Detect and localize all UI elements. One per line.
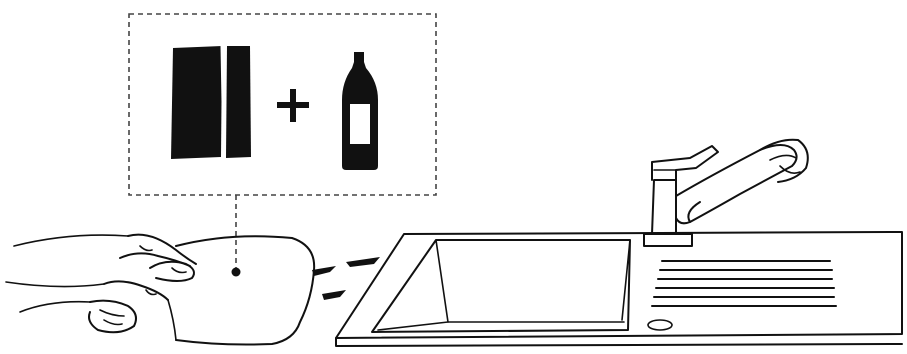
mixer-faucet (644, 140, 808, 246)
kitchen-sink (336, 232, 902, 346)
sponge-icon (171, 46, 251, 159)
sink-drain (648, 320, 672, 330)
plus-icon (277, 89, 309, 122)
water-splash (312, 257, 380, 300)
drainboard-grooves (652, 261, 836, 306)
sponge-contact-point (232, 268, 241, 277)
cleaner-bottle-icon (342, 52, 378, 170)
hand-with-sponge (6, 235, 314, 345)
